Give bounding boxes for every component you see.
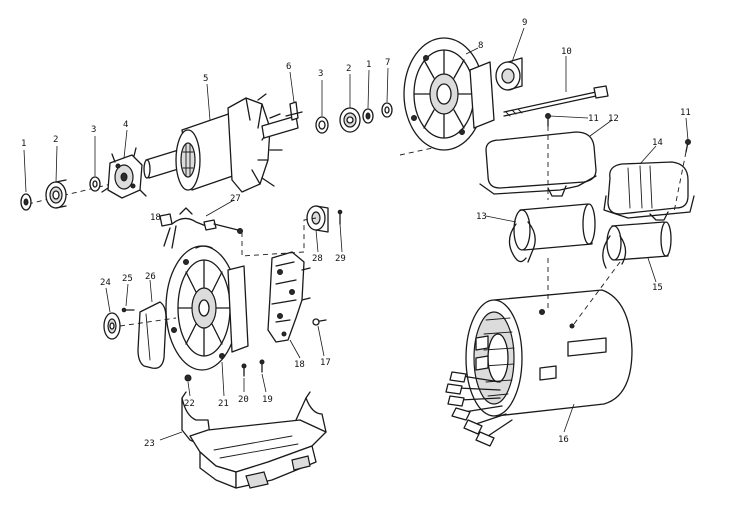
part-bearing-cap-9 [495,57,523,91]
part-clip-18-top [159,213,173,227]
callout-c2b: 2 [346,64,351,74]
callout-c19: 19 [262,395,273,405]
part-cover-plate-26 [137,301,167,369]
callout-c24: 24 [100,278,111,288]
part-bearing-2-left [45,179,67,209]
part-washer-24 [103,312,121,340]
callout-c3b: 3 [318,69,323,79]
part-base-23 [181,391,327,489]
part-bushing-28 [306,205,329,233]
part-screw-25 [121,307,135,313]
callout-c22: 22 [184,399,195,409]
callout-c21: 21 [218,399,229,409]
part-pin-29 [337,209,343,225]
part-rotor-5 [143,93,299,193]
callout-c12: 12 [608,114,619,124]
part-screw-20 [241,363,247,377]
callout-c14: 14 [652,138,663,148]
callout-c11a: 11 [588,114,599,124]
callout-c17: 17 [320,358,331,368]
part-key-6 [285,101,303,121]
part-end-bell-21 [165,245,249,371]
callout-c23: 23 [144,439,155,449]
callout-c5: 5 [203,74,208,84]
callout-c3a: 3 [91,125,96,135]
callout-c4: 4 [123,120,128,130]
part-through-bolt-10 [503,85,609,117]
callout-c27: 27 [230,194,241,204]
callout-c20: 20 [238,395,249,405]
part-capacitor-cover-14 [603,161,695,221]
callout-c18a: 18 [150,213,161,223]
part-screw-11-a [545,113,551,127]
part-washer-1-left [20,193,32,211]
part-ring-7 [381,102,393,118]
callout-c25: 25 [122,274,133,284]
callout-c9: 9 [522,18,527,28]
callout-c2a: 2 [53,135,58,145]
part-capacitor-cover-12 [479,131,597,197]
callout-c1a: 1 [21,139,26,149]
part-capacitor-13 [508,203,596,263]
callout-c13: 13 [476,212,487,222]
callout-c11b: 11 [680,108,691,118]
part-nut-22 [184,374,192,382]
callout-c16: 16 [558,435,569,445]
callout-c7: 7 [385,58,390,68]
part-motor-frame-16 [445,289,633,447]
callout-c10: 10 [561,47,572,57]
part-capacitor-15 [602,221,672,269]
callout-c6: 6 [286,62,291,72]
part-governor-4 [101,147,147,199]
part-terminal-27 [163,207,243,249]
part-screw-17 [312,318,327,326]
callout-c15: 15 [652,283,663,293]
alignment-lines-right [547,126,687,325]
part-bearing-2-right [339,107,361,133]
callout-c1b: 1 [366,60,371,70]
part-screw-19 [259,359,265,373]
callout-c28: 28 [312,254,323,264]
callout-c8: 8 [478,41,483,51]
part-ring-3-left [89,176,101,192]
callout-c26: 26 [145,272,156,282]
alignment-lines-left [119,217,317,327]
part-ring-3-right [315,116,329,134]
part-switch-18 [267,251,311,343]
callout-labels: 1 2 3 4 5 6 3 2 1 7 8 9 10 11 12 11 14 1… [21,18,691,449]
callout-c29: 29 [335,254,346,264]
part-screw-11-b [685,139,691,153]
part-end-bell-8 [403,37,495,151]
part-washer-1-right [362,108,374,124]
callout-c18b: 18 [294,360,305,370]
